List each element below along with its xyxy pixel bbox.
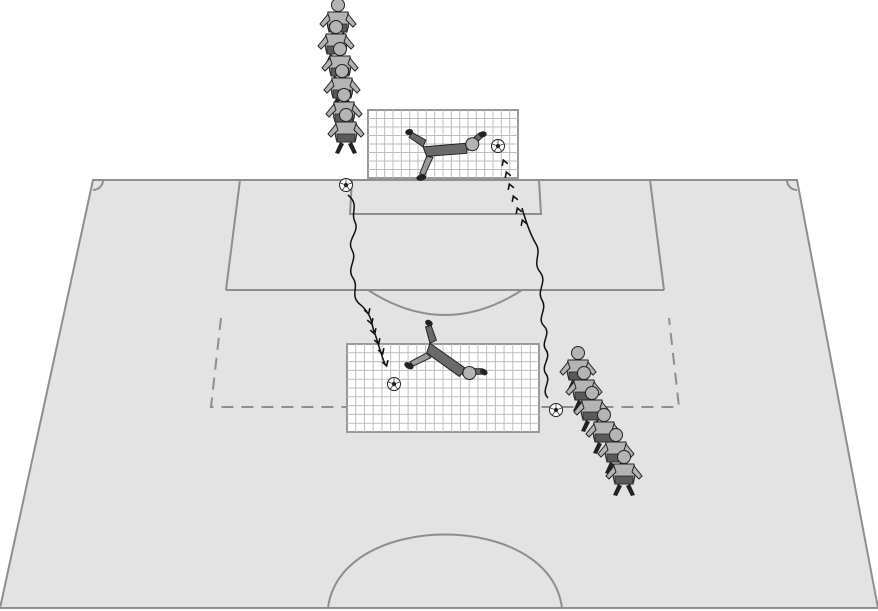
ball-top-left — [340, 179, 353, 192]
ball-far-goal — [492, 140, 505, 153]
ball-near-goal — [388, 378, 401, 391]
ball-right — [550, 404, 563, 417]
player-column-top — [318, 0, 364, 154]
